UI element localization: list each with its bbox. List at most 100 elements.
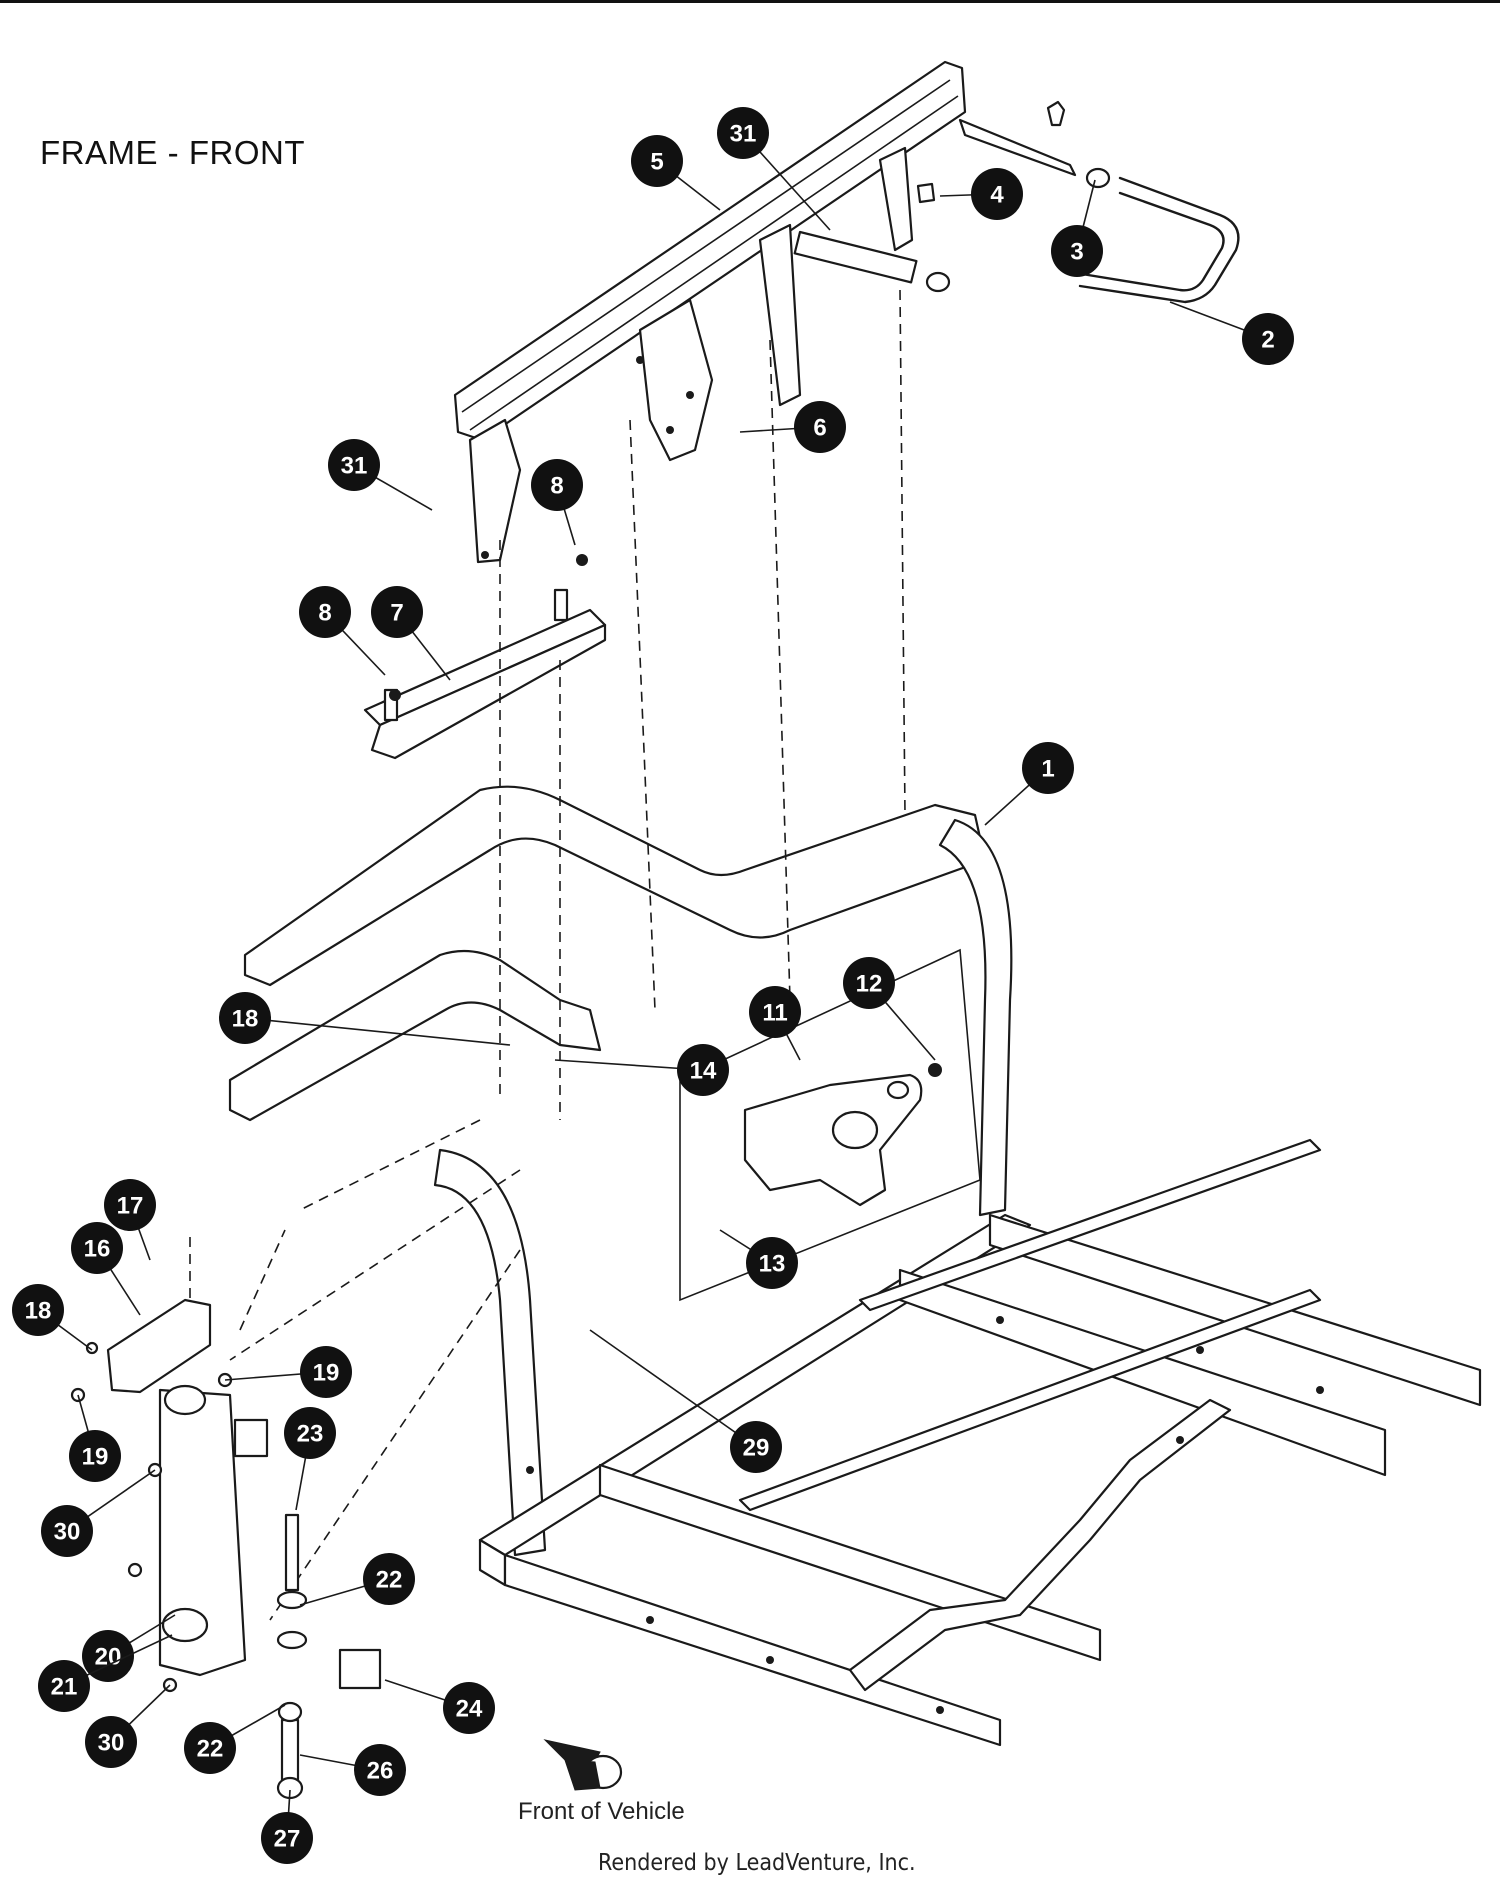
callout-number: 23	[297, 1421, 324, 1448]
callout-circle	[746, 1237, 798, 1289]
diagram-title: FRAME - FRONT	[40, 134, 305, 171]
callout-18: 18	[219, 992, 511, 1046]
callout-circle	[843, 957, 895, 1009]
callout-circle	[284, 1407, 336, 1459]
callout-11: 11	[749, 986, 801, 1061]
callout-16: 16	[71, 1222, 141, 1316]
callout-number: 24	[456, 1696, 483, 1723]
callout-14: 14	[554, 1044, 729, 1096]
callout-24: 24	[384, 1679, 495, 1734]
callout-number: 3	[1070, 239, 1083, 266]
callout-2: 2	[1169, 301, 1294, 365]
upper-crossbeam	[453, 60, 967, 564]
callout-number: 18	[25, 1298, 52, 1325]
steering-mount	[743, 1063, 942, 1207]
callout-circle	[1242, 313, 1294, 365]
callout-8: 8	[299, 586, 386, 676]
callout-circle	[1022, 742, 1074, 794]
callout-number: 29	[743, 1435, 770, 1462]
callout-22: 22	[184, 1704, 286, 1774]
callout-number: 31	[730, 121, 757, 148]
callout-number: 19	[82, 1444, 109, 1471]
render-credit: Rendered by LeadVenture, Inc.	[598, 1850, 916, 1876]
callout-number: 16	[84, 1236, 111, 1263]
grab-handle	[793, 100, 1240, 304]
callout-number: 17	[117, 1193, 144, 1220]
callout-6: 6	[739, 401, 846, 453]
callout-number: 27	[274, 1826, 301, 1853]
callout-21: 21	[38, 1634, 173, 1712]
callout-number: 30	[54, 1519, 81, 1546]
callout-30: 30	[85, 1684, 171, 1768]
callout-18: 18	[12, 1284, 93, 1351]
callout-number: 5	[650, 149, 663, 176]
callout-circle	[443, 1682, 495, 1734]
callout-number: 13	[759, 1251, 786, 1278]
callout-circle	[328, 439, 380, 491]
callout-circle	[261, 1812, 313, 1864]
callout-circle	[971, 168, 1023, 220]
callout-31: 31	[717, 107, 831, 231]
callout-8: 8	[531, 459, 583, 546]
callout-number: 12	[856, 971, 883, 998]
callout-circle	[1051, 225, 1103, 277]
callout-5: 5	[631, 135, 721, 211]
callout-circle	[363, 1553, 415, 1605]
callout-29: 29	[589, 1329, 782, 1473]
callout-number: 2	[1261, 327, 1274, 354]
callout-number: 19	[313, 1360, 340, 1387]
callout-circle	[41, 1505, 93, 1557]
callout-circle	[730, 1421, 782, 1473]
callout-number: 4	[990, 182, 1004, 209]
callout-31: 31	[328, 439, 433, 511]
top-border	[0, 0, 1500, 3]
main-frame	[228, 289, 1482, 1747]
hinge-bracket-assembly	[70, 1229, 382, 1800]
front-of-vehicle-label: Front of Vehicle	[518, 1798, 685, 1825]
callout-circle	[354, 1744, 406, 1796]
callout-number: 6	[813, 415, 826, 442]
callout-number: 30	[98, 1730, 125, 1757]
callout-number: 20	[95, 1644, 122, 1671]
callout-26: 26	[299, 1744, 406, 1796]
callout-circle	[300, 1346, 352, 1398]
callout-number: 14	[690, 1058, 717, 1085]
callout-number: 22	[376, 1567, 403, 1594]
callout-circle	[749, 986, 801, 1038]
callout-12: 12	[843, 957, 936, 1061]
mounting-bracket	[363, 554, 607, 760]
callout-13: 13	[719, 1229, 798, 1289]
callout-30: 30	[41, 1469, 156, 1557]
callout-circle	[85, 1716, 137, 1768]
callout-number: 26	[367, 1758, 394, 1785]
callout-number: 8	[550, 473, 563, 500]
callout-number: 7	[390, 600, 403, 627]
callout-number: 22	[197, 1736, 224, 1763]
callout-7: 7	[371, 586, 451, 681]
callout-circle	[38, 1660, 90, 1712]
callout-19: 19	[224, 1346, 352, 1398]
callout-circle	[531, 459, 583, 511]
callout-circle	[184, 1722, 236, 1774]
callout-circle	[299, 586, 351, 638]
callout-circle	[794, 401, 846, 453]
callout-23: 23	[284, 1407, 336, 1511]
callout-circle	[69, 1430, 121, 1482]
callout-number: 1	[1041, 756, 1054, 783]
callout-circle	[631, 135, 683, 187]
callout-circle	[12, 1284, 64, 1336]
callout-number: 11	[762, 1000, 787, 1027]
callout-3: 3	[1051, 179, 1103, 277]
callout-4: 4	[939, 168, 1023, 220]
callout-22: 22	[299, 1553, 415, 1606]
callout-circle	[717, 107, 769, 159]
callout-circle	[71, 1222, 123, 1274]
callout-circle	[82, 1630, 134, 1682]
callout-leader-line	[244, 1017, 511, 1046]
callout-19: 19	[69, 1394, 121, 1482]
callout-circle	[104, 1179, 156, 1231]
callout-circle	[371, 586, 423, 638]
callout-number: 18	[232, 1006, 259, 1033]
